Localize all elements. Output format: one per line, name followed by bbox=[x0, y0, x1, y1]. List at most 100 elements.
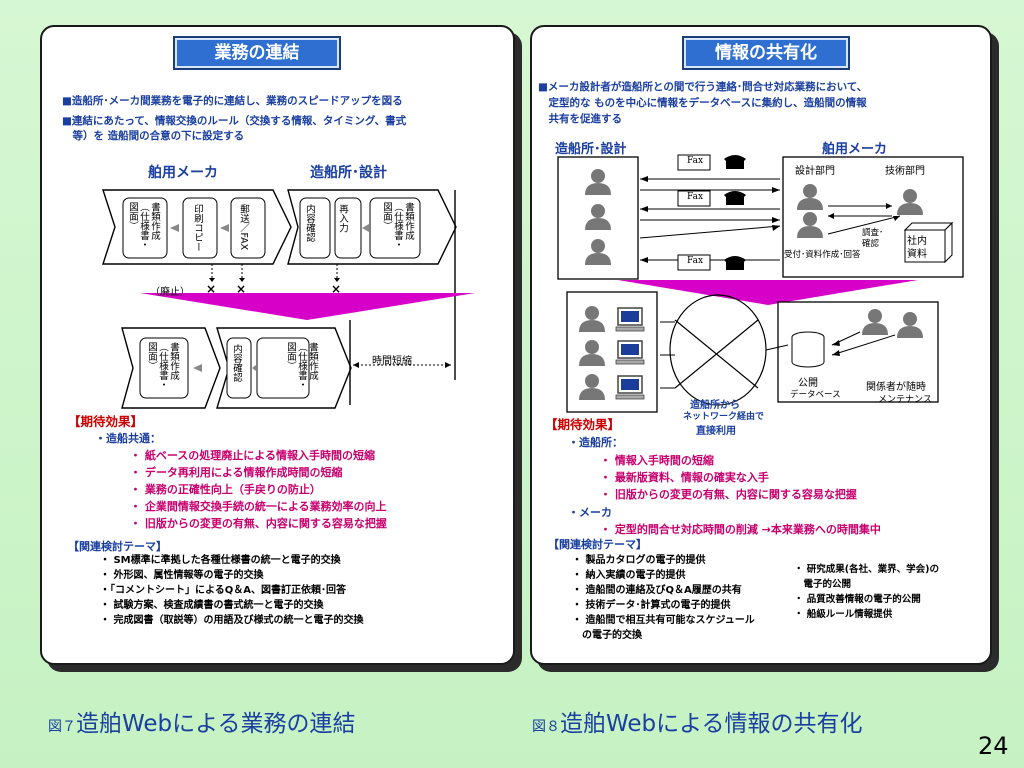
bottom-maker-chevron bbox=[121, 327, 221, 409]
network-label-a: 造船所から bbox=[690, 400, 740, 411]
left-panel-title: 業務の連結 bbox=[173, 36, 341, 70]
left-bullet-2a: ■連結にあたって、情報交換のルール（交換する情報、タイミング、書式 bbox=[62, 115, 407, 127]
right-theme-item: ・ 船級ルール情報提供 bbox=[794, 609, 893, 620]
right-theme-item: ・ 技術データ･計算式の電子的提供 bbox=[572, 600, 731, 611]
cross-2: × bbox=[236, 282, 247, 296]
network-label-c: 直接利用 bbox=[696, 426, 736, 437]
right-yard-effects: ・ 情報入手時間の短縮 ・ 最新版資料、情報の確実な入手 ・ 旧版からの変更の有… bbox=[600, 452, 857, 503]
right-theme-item: ・ 造船間の連絡及びQ＆A履歴の共有 bbox=[572, 585, 742, 596]
right-theme-item: ・ 品質改善情報の電子的公開 bbox=[794, 594, 921, 605]
left-effects-list: ・ 紙ベースの処理廃止による情報入手時間の短縮 ・ データ再利用による情報作成時… bbox=[130, 447, 387, 532]
bottom-box-1-label: 書類作成（仕様書・図面） bbox=[146, 342, 179, 390]
right-yard-effect-item: ・ 旧版からの変更の有無、内容に関する容易な把握 bbox=[600, 488, 857, 501]
left-effect-item: ・ 業務の正確性向上（手戻りの防止） bbox=[130, 483, 321, 496]
right-effects-sub-maker: ・メーカ bbox=[568, 506, 612, 519]
left-theme-item: ・ 外形図、属性情報等の電子的交換 bbox=[100, 570, 264, 581]
caption-right-prefix: 図８ bbox=[532, 719, 560, 735]
caption-left-text: 造舶Webによる業務の連結 bbox=[76, 711, 356, 737]
right-maker-effect: ・ 定型的問合せ対応時間の削減 →本来業務への時間集中 bbox=[600, 523, 881, 536]
top-box-5-label: 再入力 bbox=[337, 204, 348, 233]
left-bullet-1: ■造船所･メーカ間業務を電子的に連結し、業務のスピードアップを図る bbox=[62, 95, 403, 107]
time-label: 時間短縮 bbox=[372, 356, 412, 367]
cross-1: × bbox=[206, 282, 217, 296]
sharing-arrow bbox=[618, 280, 918, 305]
top-box-5 bbox=[334, 197, 362, 259]
right-theme-item: ・ 造船間で相互共有可能なスケジュール bbox=[572, 615, 755, 626]
right-theme-item: ・ 納入実績の電子的提供 bbox=[572, 570, 686, 581]
top-box-3-label: 郵送／FAX bbox=[238, 204, 249, 251]
investigate-label: 調査･確認 bbox=[862, 228, 884, 249]
right-yard-header: 造船所･設計 bbox=[555, 142, 627, 157]
left-theme-item: ・「コメントシート」によるQ＆A、図書訂正依頼･回答 bbox=[100, 585, 346, 596]
right-yard-effect-item: ・ 情報入手時間の短縮 bbox=[600, 454, 714, 467]
left-themes-title: 【関連検討テーマ】 bbox=[68, 540, 167, 553]
tech-dept-label: 技術部門 bbox=[885, 166, 925, 177]
fax-label-3: Fax bbox=[687, 256, 704, 266]
design-dept-label: 設計部門 bbox=[795, 166, 835, 177]
right-bullet-1b: 定型的な ものを中心に情報をデータベースに集約し、造船間の情報 bbox=[538, 97, 867, 109]
top-box-2-label: 印刷コピー bbox=[192, 204, 203, 252]
top-box-3 bbox=[230, 197, 266, 259]
bottom-box-3 bbox=[256, 337, 310, 399]
left-theme-item: ・ 試験方案、検査成績書の書式統一と電子的交換 bbox=[100, 600, 324, 611]
maker-process-chevron bbox=[102, 189, 292, 265]
improvement-arrow bbox=[140, 293, 475, 320]
left-effect-item: ・ 紙ベースの処理廃止による情報入手時間の短縮 bbox=[130, 449, 375, 462]
top-box-6 bbox=[369, 197, 421, 259]
left-effect-item: ・ 企業間情報交換手続の統一による業務効率の向上 bbox=[130, 500, 387, 513]
yard-process-chevron bbox=[287, 189, 457, 265]
top-box-6-label: 書類作成（仕様書・図面） bbox=[381, 202, 414, 250]
maintain-label-a: 関係者が随時 bbox=[866, 382, 926, 393]
network-label-b: ネットワーク経由で bbox=[683, 412, 765, 422]
right-flow-diagram bbox=[557, 154, 964, 413]
right-themes-list-left: ・ 製品カタログの電子的提供 ・ 納入実績の電子的提供 ・ 造船間の連絡及びQ＆… bbox=[572, 553, 755, 643]
top-box-1 bbox=[122, 197, 168, 259]
right-theme-item: 電子的公開 bbox=[794, 579, 852, 590]
right-theme-item: ・ 製品カタログの電子的提供 bbox=[572, 555, 706, 566]
bottom-box-2-label: 内容確認 bbox=[231, 344, 242, 382]
right-themes-title: 【関連検討テーマ】 bbox=[548, 538, 647, 551]
left-effect-item: ・ 旧版からの変更の有無、内容に関する容易な把握 bbox=[130, 517, 387, 530]
bottom-box-2 bbox=[226, 337, 252, 399]
public-db-label-b: データベース bbox=[790, 390, 841, 400]
top-box-2 bbox=[182, 197, 218, 259]
top-box-1-label: 書類作成（仕様書・図面） bbox=[127, 202, 160, 250]
left-effect-item: ・ データ再利用による情報作成時間の短縮 bbox=[130, 466, 343, 479]
right-theme-item: の電子的交換 bbox=[572, 630, 642, 641]
internal-docs-label: 社内資料 bbox=[907, 236, 927, 260]
right-maker-header: 舶用メーカ bbox=[822, 142, 888, 157]
public-db-label-a: 公開 bbox=[798, 378, 818, 389]
top-box-4-label: 内容確認 bbox=[304, 204, 315, 242]
bottom-box-1 bbox=[139, 337, 189, 399]
right-bullet-1c: 共有を促進する bbox=[538, 113, 622, 125]
right-themes-list-right: ・ 研究成果(各社、業界、学会)の 電子的公開 ・ 品質改善情報の電子的公開 ・… bbox=[794, 562, 939, 622]
bottom-box-3-label: 書類作成（仕様書・図面） bbox=[285, 342, 318, 390]
right-panel-title: 情報の共有化 bbox=[682, 36, 850, 70]
maintain-label-b: メンテナンス bbox=[878, 395, 932, 405]
caption-right-text: 造舶Webによる情報の共有化 bbox=[560, 711, 863, 737]
right-yard-effect-item: ・ 最新版資料、情報の確実な入手 bbox=[600, 471, 769, 484]
left-effects-sub: ・造船共通： bbox=[95, 432, 161, 445]
fax-label-1: Fax bbox=[687, 156, 704, 166]
left-effects-title: 【期待効果】 bbox=[68, 414, 144, 429]
left-bullet-2b: 等）を 造船間の合意の下に設定する bbox=[62, 130, 245, 142]
right-bullet-1a: ■メーカ設計者が造船所との間で行う連絡･問合せ対応業務において、 bbox=[538, 81, 868, 93]
page-number: 24 bbox=[978, 732, 1009, 760]
top-box-4 bbox=[299, 197, 331, 259]
right-effects-title: 【期待効果】 bbox=[545, 417, 621, 432]
left-yard-header: 造船所･設計 bbox=[310, 165, 387, 181]
left-theme-item: ・ 完成図書（取説等）の用語及び様式の統一と電子的交換 bbox=[100, 615, 364, 626]
cross-3: × bbox=[331, 282, 342, 296]
left-maker-header: 舶用メーカ bbox=[148, 165, 218, 181]
caption-right: 図８造舶Webによる情報の共有化 bbox=[532, 704, 862, 738]
caption-left: 図７造舶Webによる業務の連結 bbox=[48, 704, 355, 738]
fax-label-2: Fax bbox=[687, 192, 704, 202]
abolish-label: （廃止） bbox=[150, 287, 190, 298]
receive-label: 受付･資料作成･回答 bbox=[784, 250, 861, 260]
right-effects-sub-yard: ・造船所： bbox=[568, 436, 623, 449]
left-flow-diagram bbox=[102, 189, 475, 409]
left-themes-list: ・ SM標準に準拠した各種仕様書の統一と電子的交換 ・ 外形図、属性情報等の電子… bbox=[100, 553, 363, 628]
right-theme-item: ・ 研究成果(各社、業界、学会)の bbox=[794, 564, 939, 575]
caption-left-prefix: 図７ bbox=[48, 719, 76, 735]
left-theme-item: ・ SM標準に準拠した各種仕様書の統一と電子的交換 bbox=[100, 555, 341, 566]
